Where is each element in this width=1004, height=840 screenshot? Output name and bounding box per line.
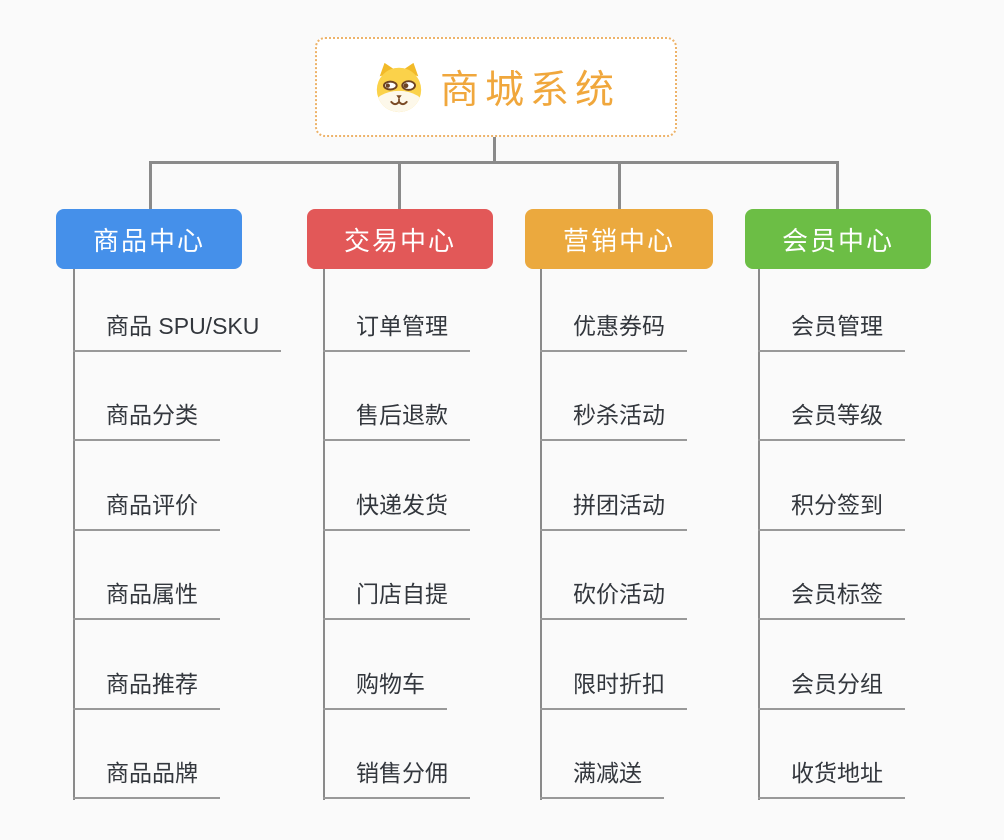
connector-drop-4 — [836, 161, 839, 209]
branch-title: 营销中心 — [562, 225, 675, 256]
child-topic[interactable]: 商品 SPU/SKU — [73, 310, 282, 352]
connector-drop-2 — [398, 161, 401, 209]
child-topic[interactable]: 商品推荐 — [73, 668, 220, 710]
child-topic[interactable]: 会员管理 — [758, 310, 905, 352]
dog-icon — [372, 60, 426, 114]
branch-member-center[interactable]: 会员中心 — [745, 209, 931, 269]
child-topic[interactable]: 商品属性 — [73, 578, 220, 620]
root-node[interactable]: 商城系统 — [315, 37, 677, 137]
child-topic[interactable]: 满减送 — [540, 757, 664, 799]
child-topic[interactable]: 门店自提 — [323, 578, 470, 620]
child-topic[interactable]: 订单管理 — [323, 310, 470, 352]
connector-trunk — [149, 161, 839, 164]
connector-spine — [323, 269, 325, 800]
connector-drop-1 — [149, 161, 152, 209]
child-topic[interactable]: 拼团活动 — [540, 489, 687, 531]
child-topic[interactable]: 秒杀活动 — [540, 399, 687, 441]
branch-title: 会员中心 — [781, 225, 894, 256]
child-topic[interactable]: 销售分佣 — [323, 757, 470, 799]
connector-spine — [540, 269, 542, 800]
child-topic[interactable]: 会员等级 — [758, 399, 905, 441]
child-topic[interactable]: 商品品牌 — [73, 757, 220, 799]
branch-product-center[interactable]: 商品中心 — [56, 209, 242, 269]
connector-spine — [73, 269, 75, 800]
child-topic[interactable]: 商品分类 — [73, 399, 220, 441]
child-topic[interactable]: 优惠券码 — [540, 310, 687, 352]
connector-root-drop — [493, 137, 496, 163]
root-title: 商城系统 — [439, 69, 620, 112]
child-topic[interactable]: 快递发货 — [323, 489, 470, 531]
child-topic[interactable]: 售后退款 — [323, 399, 470, 441]
child-topic[interactable]: 积分签到 — [758, 489, 905, 531]
child-topic[interactable]: 会员标签 — [758, 578, 905, 620]
child-topic[interactable]: 限时折扣 — [540, 668, 687, 710]
child-topic[interactable]: 会员分组 — [758, 668, 905, 710]
child-topic[interactable]: 收货地址 — [758, 757, 905, 799]
child-topic[interactable]: 砍价活动 — [540, 578, 687, 620]
child-topic[interactable]: 购物车 — [323, 668, 447, 710]
child-topic[interactable]: 商品评价 — [73, 489, 220, 531]
branch-trade-center[interactable]: 交易中心 — [307, 209, 493, 269]
branch-title: 交易中心 — [343, 225, 456, 256]
branch-title: 商品中心 — [92, 225, 205, 256]
connector-drop-3 — [618, 161, 621, 209]
branch-marketing-center[interactable]: 营销中心 — [525, 209, 713, 269]
connector-spine — [758, 269, 760, 800]
